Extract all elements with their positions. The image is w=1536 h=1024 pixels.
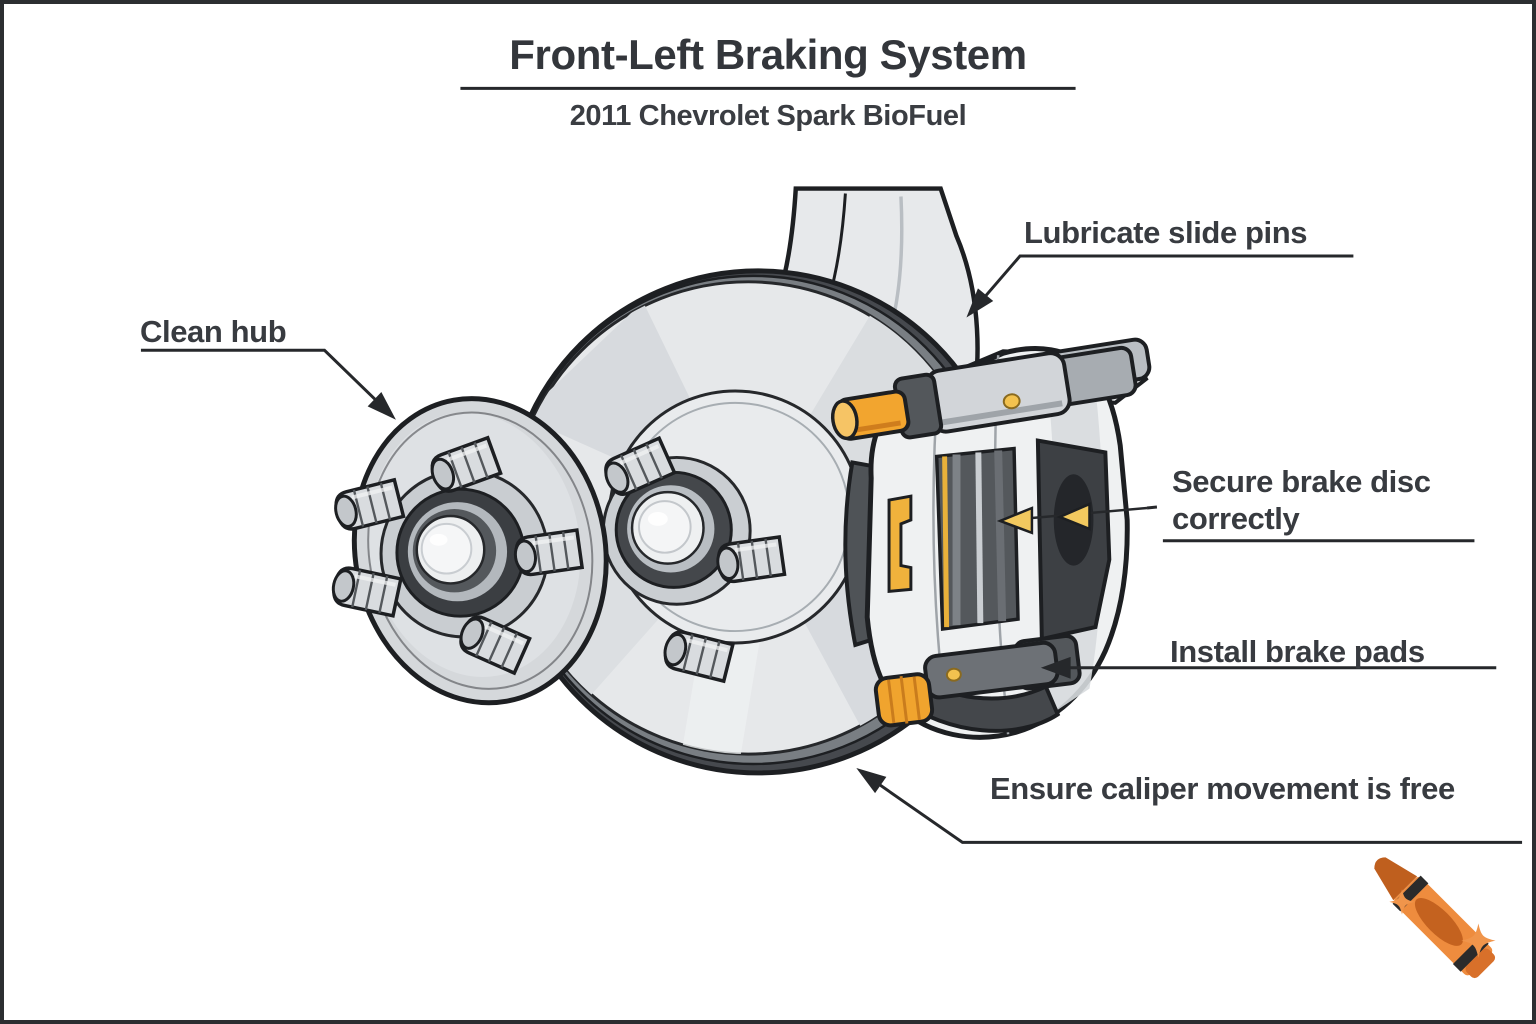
brake-assembly-illustration — [140, 86, 1523, 979]
lubricate-leader — [969, 254, 1354, 315]
leader-lines — [140, 86, 1523, 844]
pad-spring-clip — [887, 494, 913, 594]
callout-clean-hub: Clean hub — [140, 314, 287, 349]
disc-center-bore — [601, 455, 752, 606]
slide-pin-upper — [830, 345, 1138, 441]
secure-leader — [1146, 505, 1158, 510]
pad-wear-indicator — [942, 456, 950, 628]
callout-ensure-caliper-movement: Ensure caliper movement is free — [990, 771, 1455, 806]
leader-arrowheads — [367, 288, 1071, 794]
page-subtitle: 2011 Chevrolet Spark BioFuel — [569, 100, 967, 132]
ensure-leader — [860, 770, 1523, 844]
callout-install-brake-pads: Install brake pads — [1170, 634, 1425, 669]
callout-secure-brake-disc: Secure brake disc correctly — [1172, 464, 1431, 536]
wheel-hub — [327, 396, 609, 706]
secure-disc-marker-arrows — [996, 502, 1148, 535]
page-title: Front-Left Braking System — [509, 31, 1027, 78]
callout-lubricate-slide-pins: Lubricate slide pins — [1024, 215, 1308, 250]
clean-hub-leader — [140, 348, 393, 417]
crayon-icon — [1374, 857, 1496, 979]
